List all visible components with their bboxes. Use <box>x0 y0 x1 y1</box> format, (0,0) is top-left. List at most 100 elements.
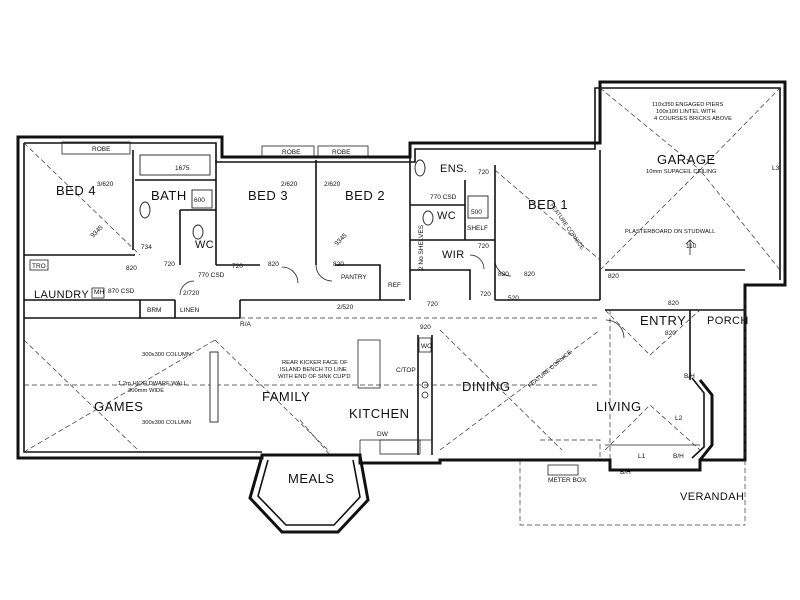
living-bay <box>605 377 714 461</box>
dim-2720: 2/720 <box>183 290 200 297</box>
bathtub <box>139 154 211 176</box>
label-dw: DW <box>377 431 389 438</box>
dim-500: 500 <box>471 209 482 216</box>
dim-920: 920 <box>420 324 431 331</box>
label-ctop: C/TOP <box>396 367 416 374</box>
room-verandah: VERANDAH <box>680 491 744 503</box>
room-linen: LINEN <box>180 307 199 314</box>
dim-2520: 2/520 <box>337 304 354 311</box>
dim-820c: 820 <box>333 261 344 268</box>
label-mh: MH <box>94 289 104 296</box>
room-garage: GARAGE <box>657 152 716 167</box>
note-garage-bricks: 4 COURSES BRICKS ABOVE <box>654 116 732 122</box>
dim-720b: 720 <box>478 169 489 176</box>
note-island-2: ISLAND BENCH TO LINE <box>280 367 347 373</box>
shower-bath <box>191 189 213 209</box>
label-ra: R/A <box>240 321 252 328</box>
note-garage-ceiling: 10mm SUPACEIL CEILING <box>646 169 717 175</box>
manhole <box>91 287 105 299</box>
robe-bed2 <box>317 145 369 159</box>
room-wc-main: WC <box>195 239 214 251</box>
label-robe-bed4: ROBE <box>92 146 111 153</box>
label-l3: L3 <box>772 165 780 172</box>
dim-770csd-a: 770 CSD <box>198 272 225 279</box>
laundry-trough <box>29 259 49 271</box>
label-robe-bed3: ROBE <box>282 149 301 156</box>
label-shelf: SHELF <box>467 225 488 232</box>
dim-520: 520 <box>508 295 519 302</box>
dim-600: 600 <box>194 197 205 204</box>
basin-ens <box>414 159 426 177</box>
label-l1: L1 <box>638 453 646 460</box>
hotplate-1 <box>421 381 429 389</box>
robe-bed4 <box>61 141 131 155</box>
room-bed3: BED 3 <box>248 188 288 203</box>
fixtures <box>29 141 695 476</box>
note-garage-piers: 110x350 ENGAGED PIERS <box>652 102 724 108</box>
note-feature-cornice-2: FEATURE CORNICE <box>527 350 573 390</box>
dim-870csd: 870 CSD <box>108 288 135 295</box>
dim-770csd-b: 770 CSD <box>430 194 457 201</box>
room-bed4: BED 4 <box>56 183 96 198</box>
dwarf-wall <box>209 351 219 423</box>
dimensions: 3/620 2/620 2/620 2/520 2/720 720 720 72… <box>89 169 679 337</box>
room-meals: MEALS <box>288 471 335 486</box>
note-garage-lintel: 100x100 LINTEL WITH <box>656 109 716 115</box>
dim-2620b: 2/620 <box>324 181 341 188</box>
label-l2: L2 <box>675 415 683 422</box>
room-wc-ens: WC <box>437 210 456 222</box>
dim-820f: 820 <box>608 273 619 280</box>
door-swing-bed3 <box>281 266 299 284</box>
dim-820g: 820 <box>668 300 679 307</box>
meals-bay <box>248 455 370 534</box>
dim-3620: 3/620 <box>97 181 114 188</box>
dim-720f: 720 <box>232 263 243 270</box>
room-dining: DINING <box>462 379 511 394</box>
shower-ens <box>467 195 489 219</box>
note-plaster-dim: 110 <box>686 243 697 250</box>
label-brm: BRM <box>147 307 161 314</box>
dim-820a: 820 <box>126 265 137 272</box>
dim-734: 734 <box>141 244 152 251</box>
note-island-3: WITH END OF SINK CUP'D <box>278 374 351 380</box>
dim-720c: 720 <box>478 243 489 250</box>
room-family: FAMILY <box>262 389 310 404</box>
room-wir: WIR <box>442 249 465 261</box>
dim-720a: 720 <box>164 261 175 268</box>
sink <box>379 439 421 455</box>
room-living: LIVING <box>596 399 642 414</box>
hotplate-2 <box>421 391 429 399</box>
basin-bath <box>139 201 151 219</box>
note-dwarf-wall-2: 300mm WIDE <box>128 388 164 394</box>
door-swing-bed2 <box>315 264 333 282</box>
dim-820e: 820 <box>524 271 535 278</box>
room-games: GAMES <box>94 399 143 414</box>
dim-820h: 820 <box>665 330 676 337</box>
robe-bed3 <box>261 145 315 159</box>
toilet-ens <box>422 210 434 226</box>
note-island-1: REAR KICKER FACE OF <box>282 360 348 366</box>
note-dwarf-wall-1: 1.2m HIGH DWARF WALL <box>118 381 188 387</box>
dim-720d: 720 <box>427 301 438 308</box>
meter-box <box>547 464 579 476</box>
label-bh-2: B/H <box>673 453 684 460</box>
room-labels: BED 4 BATH BED 3 BED 2 ENS. BED 1 GARAGE… <box>34 152 749 503</box>
ceiling-lines <box>23 87 781 526</box>
room-kitchen: KITCHEN <box>349 406 410 421</box>
label-shelves: 2 No SHELVES <box>418 224 425 270</box>
dim-820b: 820 <box>268 261 279 268</box>
room-entry: ENTRY <box>640 313 686 328</box>
plaster-arrow <box>685 239 695 255</box>
dim-820d: 820 <box>498 271 509 278</box>
island-bench <box>357 339 381 389</box>
door-swing-entry <box>605 319 625 339</box>
label-bh-3: B/H <box>620 469 631 476</box>
door-swing-bed1 <box>494 259 512 277</box>
label-wo: WO <box>421 343 432 350</box>
dim-2620a: 2/620 <box>281 181 298 188</box>
wall-oven <box>418 337 432 353</box>
room-bed1: BED 1 <box>528 197 568 212</box>
label-trough: TRO <box>32 263 46 270</box>
room-porch: PORCH <box>707 315 749 327</box>
